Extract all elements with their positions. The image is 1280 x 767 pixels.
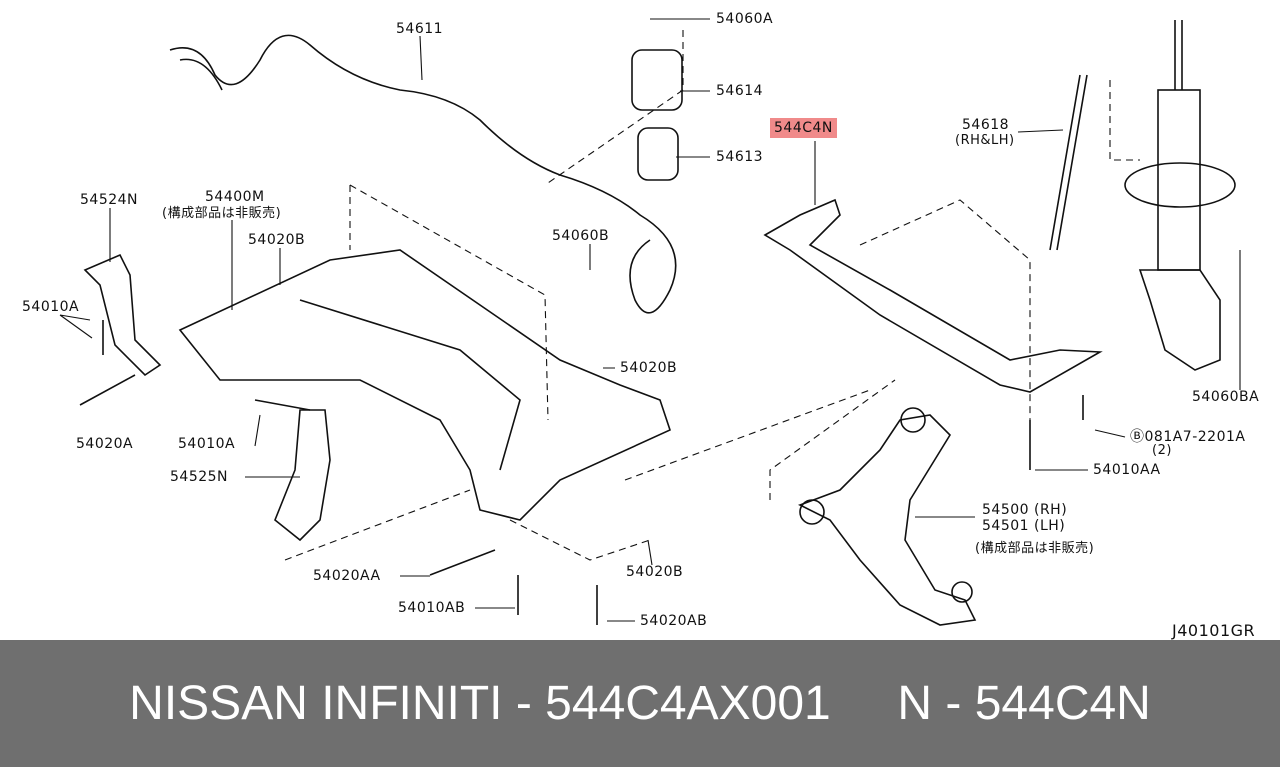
label-54501[interactable]: 54501 (LH) — [982, 518, 1066, 534]
label-54614[interactable]: 54614 — [716, 83, 764, 99]
label-54010AB[interactable]: 54010AB — [398, 600, 466, 616]
label-54020B[interactable]: 54020B — [248, 232, 306, 248]
label-54500-note: (構成部品は非販売) — [975, 541, 1095, 556]
stiffener-544C4N — [763, 198, 1103, 393]
label-54525N[interactable]: 54525N — [170, 469, 229, 485]
diagram-drawing — [59, 18, 1241, 626]
label-54010AA[interactable]: 54010AA — [1093, 462, 1161, 478]
bracket-54525N — [274, 409, 331, 542]
label-54611[interactable]: 54611 — [396, 21, 444, 37]
label-54060BA[interactable]: 54060BA — [1192, 389, 1260, 405]
label-54400M-note: (構成部品は非販売) — [162, 206, 282, 221]
label-54060B[interactable]: 54060B — [552, 228, 610, 244]
label-54020B[interactable]: 54020B — [626, 564, 684, 580]
strut — [1157, 89, 1201, 271]
label-54020A[interactable]: 54020A — [76, 436, 134, 452]
label-54020AB[interactable]: 54020AB — [640, 613, 708, 629]
label-54500[interactable]: 54500 (RH) — [982, 502, 1068, 518]
label-081A7-2201A[interactable]: Ⓑ081A7-2201A — [1130, 429, 1246, 445]
footer-part-title: NISSAN INFINITI - 544C4AX001 N - 544C4N — [129, 677, 1151, 730]
crossmember-54400M — [178, 249, 671, 521]
label-54020AA[interactable]: 54020AA — [313, 568, 381, 584]
stabilizer-bar — [169, 34, 677, 314]
label-54613[interactable]: 54613 — [716, 149, 764, 165]
label-54020B[interactable]: 54020B — [620, 360, 678, 376]
bracket-54524N — [83, 253, 162, 377]
label-54010A[interactable]: 54010A — [22, 299, 80, 315]
label-081A7-qty: (2) — [1152, 443, 1172, 458]
label-54524N[interactable]: 54524N — [80, 192, 139, 208]
diagram-code: J40101GR — [1172, 621, 1256, 640]
footer-banner: NISSAN INFINITI - 544C4AX001 N - 544C4N — [0, 640, 1280, 767]
lower-arm-54500 — [798, 414, 977, 626]
label-544C4N-highlighted[interactable]: 544C4N — [770, 118, 837, 138]
label-54618[interactable]: 54618 — [962, 117, 1010, 133]
stabilizer-link-54618 — [1049, 74, 1081, 251]
parts-diagram: 54611 54060A 54614 54613 544C4N 54618 (R… — [22, 11, 1260, 640]
bracket-54614 — [631, 49, 683, 111]
label-54618-note: (RH&LH) — [955, 133, 1015, 148]
label-54060A[interactable]: 54060A — [716, 11, 774, 27]
bushing-54613 — [637, 127, 679, 181]
label-54400M[interactable]: 54400M — [205, 189, 265, 205]
label-54010A[interactable]: 54010A — [178, 436, 236, 452]
